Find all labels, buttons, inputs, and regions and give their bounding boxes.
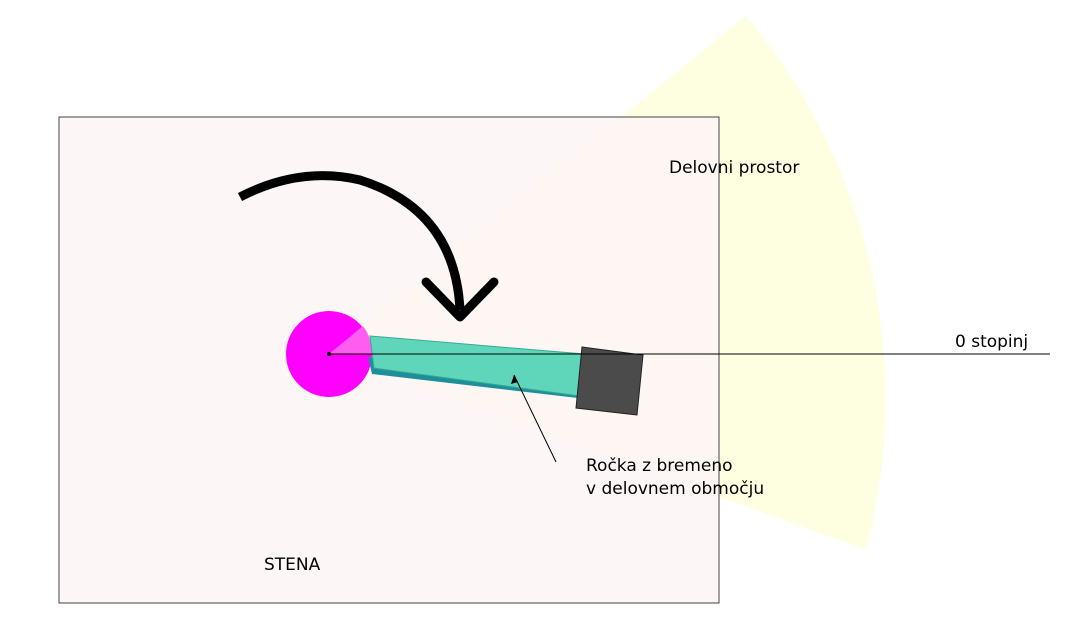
- pivot-workspace-overlap: [329, 326, 373, 354]
- curved-arrow-clockwise-icon: [237, 171, 499, 322]
- wall-label: STENA: [264, 555, 321, 575]
- arm-leader-line: [513, 374, 557, 463]
- load-block: [575, 346, 644, 416]
- zero-degree-label: 0 stopinj: [955, 332, 1028, 352]
- workspace-label: Delovni prostor: [669, 158, 799, 178]
- pivot-center-dot: [327, 352, 331, 356]
- arm-label-line2: v delovnem območju: [586, 479, 764, 499]
- arm-leader-arrowhead: [511, 375, 518, 384]
- arm-label-line1: Ročka z bremeno: [586, 456, 733, 476]
